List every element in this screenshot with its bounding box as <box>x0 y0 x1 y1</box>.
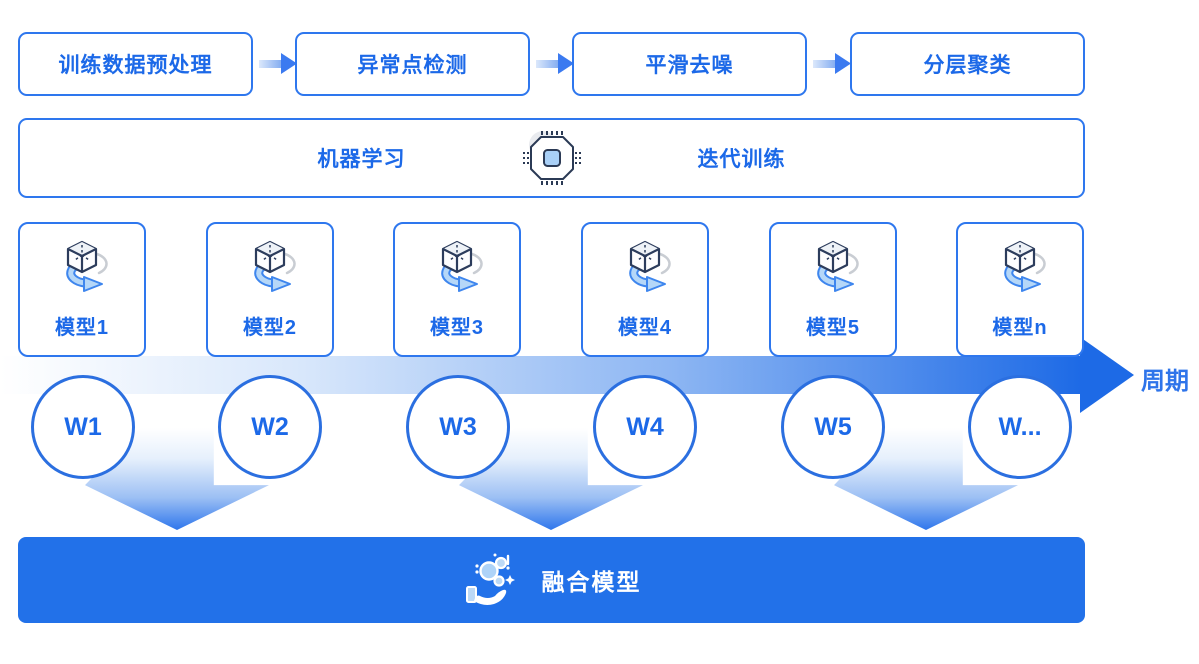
arrow-shaft <box>536 60 560 68</box>
pipeline-step-label: 分层聚类 <box>923 54 1012 77</box>
weight-circle: W3 <box>406 375 510 479</box>
weight-circle: W4 <box>593 375 697 479</box>
hand-fusion-icon <box>462 551 516 610</box>
training-right-label: 迭代训练 <box>697 148 786 171</box>
fusion-model-bar: 融合模型 <box>18 537 1085 623</box>
weight-circle: W2 <box>218 375 322 479</box>
cpu-chip-icon <box>521 129 583 187</box>
model-label: 模型n <box>992 317 1048 339</box>
weight-circle: W5 <box>781 375 885 479</box>
model-label: 模型2 <box>242 317 298 339</box>
model-label: 模型3 <box>429 317 485 339</box>
model-label: 模型4 <box>617 317 673 339</box>
weight-label: W... <box>998 412 1042 441</box>
weight-label: W3 <box>439 412 477 441</box>
weight-label: W5 <box>814 412 852 441</box>
model-card: 模型3 <box>393 222 521 357</box>
training-left-label: 机器学习 <box>317 148 406 171</box>
pipeline-step-box: 异常点检测 <box>295 32 530 96</box>
weight-circle: W... <box>968 375 1072 479</box>
cube-sync-icon <box>612 239 678 302</box>
arrow-head <box>835 53 851 74</box>
model-card: 模型2 <box>206 222 334 357</box>
weight-label: W4 <box>626 412 664 441</box>
model-card: 模型n <box>956 222 1084 357</box>
arrow-right-icon <box>259 53 297 74</box>
pipeline-step-box: 平滑去噪 <box>572 32 807 96</box>
model-label: 模型5 <box>805 317 861 339</box>
model-card: 模型1 <box>18 222 146 357</box>
cube-sync-icon <box>800 239 866 302</box>
model-card: 模型4 <box>581 222 709 357</box>
model-card: 模型5 <box>769 222 897 357</box>
cube-sync-icon <box>237 239 303 302</box>
arrow-right-icon <box>536 53 574 74</box>
pipeline-step-label: 训练数据预处理 <box>58 54 213 77</box>
arrow-right-icon <box>813 53 851 74</box>
pipeline-step-box: 分层聚类 <box>850 32 1085 96</box>
training-banner: 机器学习 迭代训练 <box>18 118 1085 198</box>
cube-sync-icon <box>987 239 1053 302</box>
cube-sync-icon <box>424 239 490 302</box>
arrow-shaft <box>259 60 283 68</box>
weight-label: W1 <box>64 412 102 441</box>
cube-sync-icon <box>49 239 115 302</box>
arrow-shaft <box>813 60 837 68</box>
pipeline-step-label: 平滑去噪 <box>645 54 734 77</box>
weight-circle: W1 <box>31 375 135 479</box>
pipeline-step-label: 异常点检测 <box>357 54 468 77</box>
cycle-arrow-head <box>1080 337 1134 413</box>
fusion-model-label: 融合模型 <box>541 569 642 595</box>
model-label: 模型1 <box>54 317 110 339</box>
weight-label: W2 <box>251 412 289 441</box>
pipeline-step-box: 训练数据预处理 <box>18 32 253 96</box>
cycle-label: 周期 <box>1141 368 1189 395</box>
cycle-gradient-arrow-icon <box>0 356 1082 394</box>
